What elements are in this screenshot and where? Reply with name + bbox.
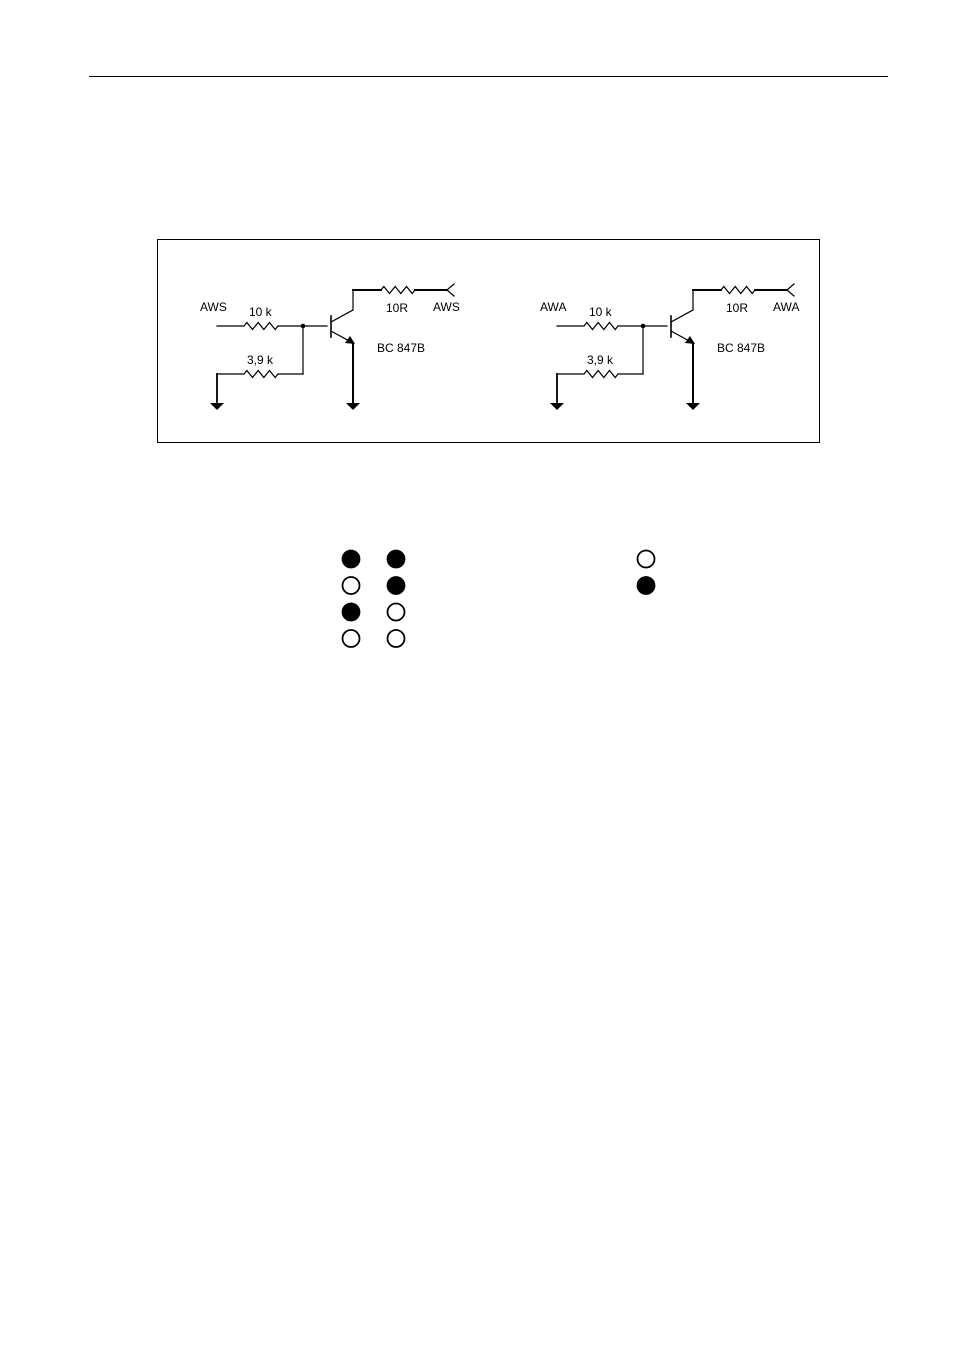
filled-indicator-dot xyxy=(386,549,406,569)
circuit-awa: AWA 10 k 3,9 k 10R AWA BC 847B xyxy=(540,283,799,410)
transistor-collector xyxy=(670,309,694,323)
base-resistor-label: 10 k xyxy=(589,305,613,319)
output-label: AWA xyxy=(773,300,799,314)
pulldown-resistor-label: 3,9 k xyxy=(587,353,614,367)
circuit-aws: AWS 10 k 3,9 k 10R AWS BC 847B xyxy=(200,283,460,410)
filled-indicator-dot xyxy=(341,602,361,622)
filled-indicator-dot xyxy=(341,549,361,569)
base-resistor xyxy=(583,321,619,331)
output-label: AWS xyxy=(433,300,460,314)
filled-indicator-dot xyxy=(636,576,656,595)
transistor-collector xyxy=(330,309,354,323)
schematic-frame xyxy=(157,239,820,443)
pulldown-resistor xyxy=(583,369,619,379)
empty-indicator-dot xyxy=(341,629,361,648)
collector-resistor-label: 10R xyxy=(726,301,748,315)
header-rule xyxy=(89,76,888,77)
pulldown-resistor-label: 3,9 k xyxy=(247,353,274,367)
pulldown-resistor xyxy=(243,369,279,379)
transistor-label: BC 847B xyxy=(377,341,425,355)
ground-icon xyxy=(550,403,564,410)
ground-icon xyxy=(346,403,360,410)
empty-indicator-dot xyxy=(341,576,361,595)
output-connector-icon xyxy=(786,283,795,291)
output-connector-icon xyxy=(446,283,455,291)
ground-icon xyxy=(686,403,700,410)
base-resistor-label: 10 k xyxy=(249,305,273,319)
output-connector-icon xyxy=(446,289,455,297)
collector-resistor-label: 10R xyxy=(386,301,408,315)
ground-icon xyxy=(210,403,224,410)
empty-indicator-dot xyxy=(386,602,406,622)
output-connector-icon xyxy=(786,289,795,297)
empty-indicator-dot xyxy=(636,549,656,569)
empty-indicator-dot xyxy=(386,629,406,648)
collector-resistor xyxy=(720,285,756,295)
filled-indicator-dot xyxy=(386,576,406,595)
base-resistor xyxy=(243,321,279,331)
transistor-label: BC 847B xyxy=(717,341,765,355)
input-label: AWA xyxy=(540,300,566,314)
collector-resistor xyxy=(380,285,416,295)
input-label: AWS xyxy=(200,300,227,314)
